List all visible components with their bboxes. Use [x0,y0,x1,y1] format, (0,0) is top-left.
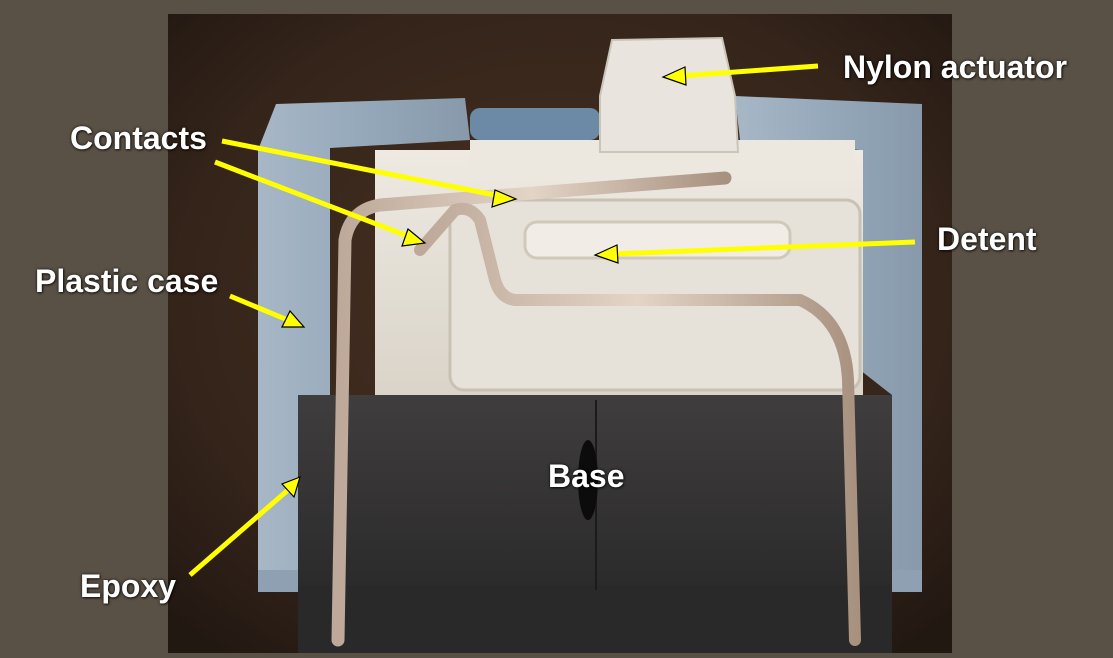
label-detent: Detent [937,221,1037,257]
arrow-detent [593,239,916,264]
arrow-nylon-actuator [661,63,819,86]
label-base: Base [548,458,625,494]
arrow-plastic-case [229,293,306,328]
label-plastic-case: Plastic case [35,263,219,299]
arrow-contacts-upper [221,138,518,208]
base-shape [298,395,892,653]
label-nylon-actuator: Nylon actuator [843,49,1068,85]
label-epoxy: Epoxy [80,568,177,604]
callout-arrows [188,63,916,577]
nylon-body-shape [375,140,863,400]
label-contacts: Contacts [70,120,207,156]
arrow-contacts-lower [214,159,427,247]
arrow-epoxy [188,475,301,577]
actuator-shape [599,36,740,153]
